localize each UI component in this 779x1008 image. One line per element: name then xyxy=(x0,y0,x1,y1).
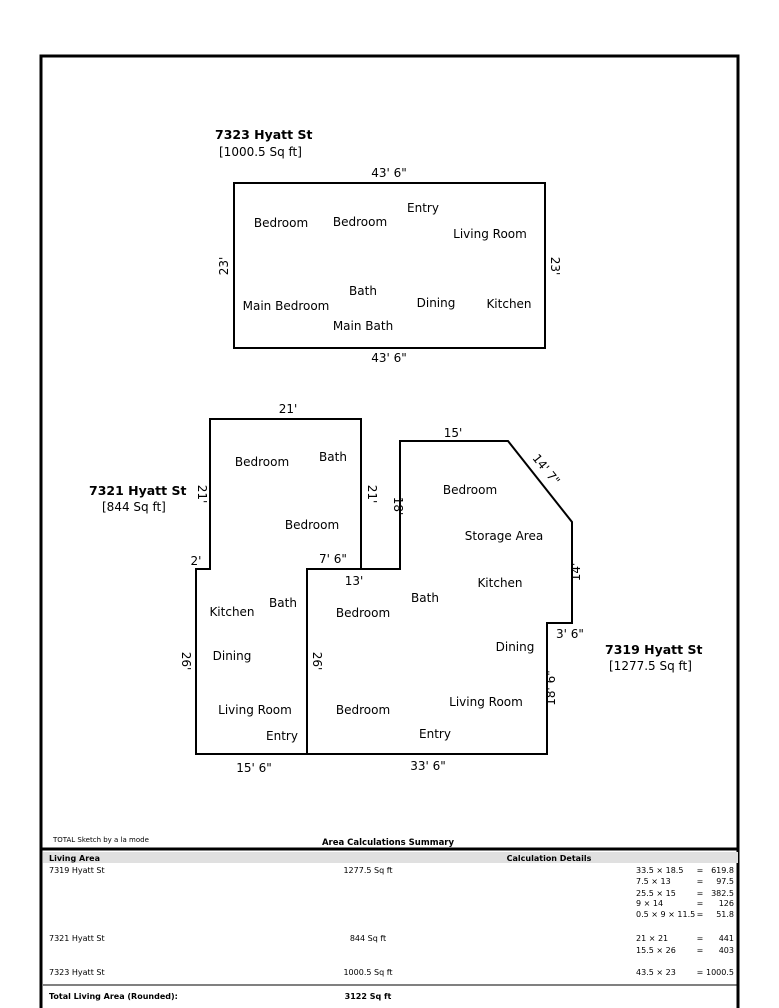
room-label: Bedroom xyxy=(336,606,390,620)
unit-outline-7319 xyxy=(306,440,573,755)
room-label: Bedroom xyxy=(285,518,339,532)
room-label: Bedroom xyxy=(336,703,390,717)
calc-expression: 9 × 14 xyxy=(636,899,663,908)
calc-equals: = xyxy=(697,946,704,955)
calc-equals: = xyxy=(697,934,704,943)
unit-title-7319: 7319 Hyatt St xyxy=(605,642,702,657)
summary-row-name: 7321 Hyatt St xyxy=(49,934,105,943)
room-label: Entry xyxy=(266,729,298,743)
dimension-label: 2' xyxy=(191,554,202,568)
calc-equals: = xyxy=(697,968,704,977)
calc-equals: = xyxy=(697,889,704,898)
dimension-label: 33' 6" xyxy=(410,759,446,773)
room-label: Bedroom xyxy=(443,483,497,497)
calc-equals: = xyxy=(697,866,704,875)
calc-expression: 21 × 21 xyxy=(636,934,668,943)
unit-title-7323: 7323 Hyatt St xyxy=(215,127,312,142)
calc-expression: 25.5 × 15 xyxy=(636,889,676,898)
room-label: Kitchen xyxy=(477,576,522,590)
dimension-label: 18' xyxy=(391,497,405,516)
dimension-label: 23' xyxy=(217,257,231,276)
dimension-label: 21' xyxy=(365,485,379,504)
room-label: Bedroom xyxy=(254,216,308,230)
unit-area-7319: [1277.5 Sq ft] xyxy=(609,659,692,673)
room-label: Main Bath xyxy=(333,319,393,333)
unit-title-7321: 7321 Hyatt St xyxy=(89,483,186,498)
room-label: Dining xyxy=(496,640,535,654)
room-label: Kitchen xyxy=(209,605,254,619)
room-label: Bedroom xyxy=(333,215,387,229)
page-border xyxy=(39,54,740,1008)
summary-row-area: 844 Sq ft xyxy=(350,934,386,943)
summary-row-name: 7323 Hyatt St xyxy=(49,968,105,977)
summary-header-bar xyxy=(43,852,738,863)
calc-value: 619.8 xyxy=(711,866,734,875)
dimension-label: 23' xyxy=(548,257,562,276)
calc-value: 403 xyxy=(719,946,734,955)
dimension-label: 43' 6" xyxy=(371,166,407,180)
calc-equals: = xyxy=(697,910,704,919)
room-label: Entry xyxy=(407,201,439,215)
total-living-area-value: 3122 Sq ft xyxy=(345,992,392,1001)
calculation-details-header: Calculation Details xyxy=(507,854,592,863)
summary-row-area: 1000.5 Sq ft xyxy=(343,968,392,977)
summary-title: Area Calculations Summary xyxy=(322,838,455,848)
dimension-label: 3' 6" xyxy=(556,627,584,641)
room-label: Bedroom xyxy=(235,455,289,469)
room-label: Bath xyxy=(411,591,439,605)
dimension-label: 21' xyxy=(279,402,298,416)
calc-expression: 0.5 × 9 × 11.5 xyxy=(636,910,695,919)
room-label: Living Room xyxy=(449,695,523,709)
summary-row-area: 1277.5 Sq ft xyxy=(343,866,392,875)
dimension-label: 13' xyxy=(345,574,364,588)
calc-equals: = xyxy=(697,899,704,908)
unit-area-7323: [1000.5 Sq ft] xyxy=(219,145,302,159)
room-label: Main Bedroom xyxy=(243,299,330,313)
dimension-label: 15' xyxy=(444,426,463,440)
room-label: Storage Area xyxy=(465,529,543,543)
living-area-header: Living Area xyxy=(49,854,100,863)
calc-value: 441 xyxy=(719,934,734,943)
dimension-label: 26' xyxy=(310,652,324,671)
room-label: Living Room xyxy=(453,227,527,241)
sketch-credit: TOTAL Sketch by a la mode xyxy=(52,836,149,844)
room-label: Bath xyxy=(319,450,347,464)
dimension-label: 15' 6" xyxy=(236,761,272,775)
calc-value: 97.5 xyxy=(716,877,734,886)
room-label: Bath xyxy=(269,596,297,610)
calc-equals: = xyxy=(697,877,704,886)
calc-expression: 33.5 × 18.5 xyxy=(636,866,683,875)
room-label: Dining xyxy=(417,296,456,310)
dimension-label: 43' 6" xyxy=(371,351,407,365)
dimension-label: 26' xyxy=(179,652,193,671)
summary-row-name: 7319 Hyatt St xyxy=(49,866,105,875)
calc-expression: 15.5 × 26 xyxy=(636,946,676,955)
dimension-label: 21' xyxy=(195,485,209,504)
dimension-label: 14' xyxy=(569,563,583,582)
unit-area-7321: [844 Sq ft] xyxy=(102,500,166,514)
room-label: Bath xyxy=(349,284,377,298)
room-label: Entry xyxy=(419,727,451,741)
room-label: Living Room xyxy=(218,703,292,717)
calc-value: 1000.5 xyxy=(706,968,734,977)
calc-value: 382.5 xyxy=(711,889,734,898)
calc-value: 126 xyxy=(719,899,734,908)
dimension-label: 7' 6" xyxy=(319,552,347,566)
calc-value: 51.8 xyxy=(716,910,734,919)
dimension-label: 14' 7" xyxy=(529,451,562,487)
calc-expression: 43.5 × 23 xyxy=(636,968,676,977)
unit-outline-7321 xyxy=(195,418,362,755)
calc-expression: 7.5 × 13 xyxy=(636,877,671,886)
unit-outline-7323 xyxy=(233,182,546,349)
room-label: Kitchen xyxy=(486,297,531,311)
dimension-label: 18' 6" xyxy=(544,670,558,706)
room-label: Dining xyxy=(213,649,252,663)
total-living-area-label: Total Living Area (Rounded): xyxy=(49,992,178,1001)
